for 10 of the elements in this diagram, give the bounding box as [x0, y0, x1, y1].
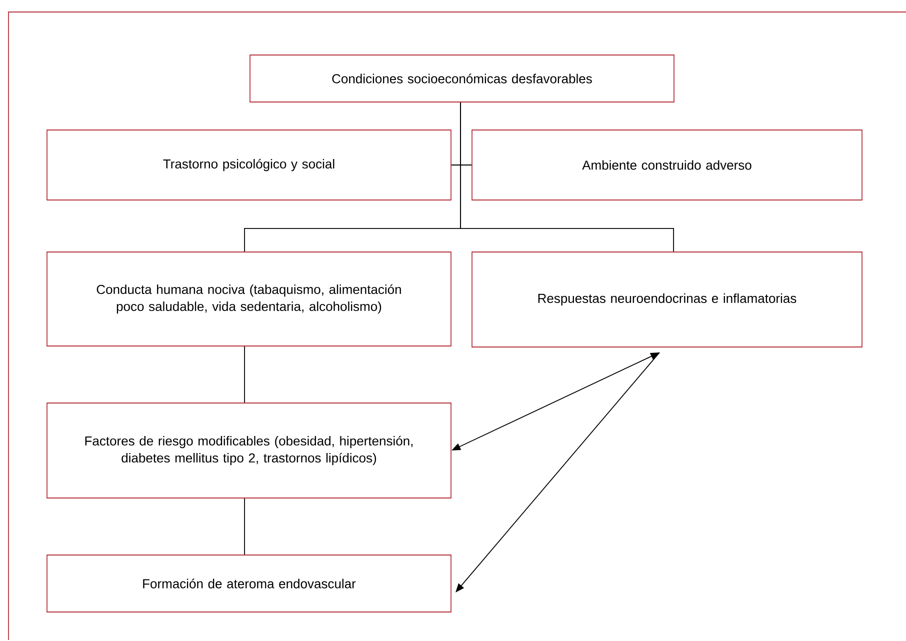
process-box: Formación de ateroma endovascular [46, 554, 452, 612]
process-box: Trastorno psicológico y social [46, 130, 452, 200]
process-box: Ambiente construido adverso [472, 130, 862, 200]
connector [244, 346, 245, 403]
process-box: Respuestas neuroendocrinas e inflamatorias [472, 252, 862, 348]
process-box: Condiciones socioeconómicas desfavorables [250, 54, 674, 102]
connector [460, 102, 674, 252]
connector [244, 498, 245, 555]
process-box: Factores de riesgo modificables (obesidad, hipertensión, diabetes mellitus tipo 2, trastornos lipídicos) [46, 402, 452, 498]
process-box: Conducta humana nociva (tabaquismo, alimentación poco saludable, vida sedentaria, alcoholismo) [46, 252, 452, 346]
